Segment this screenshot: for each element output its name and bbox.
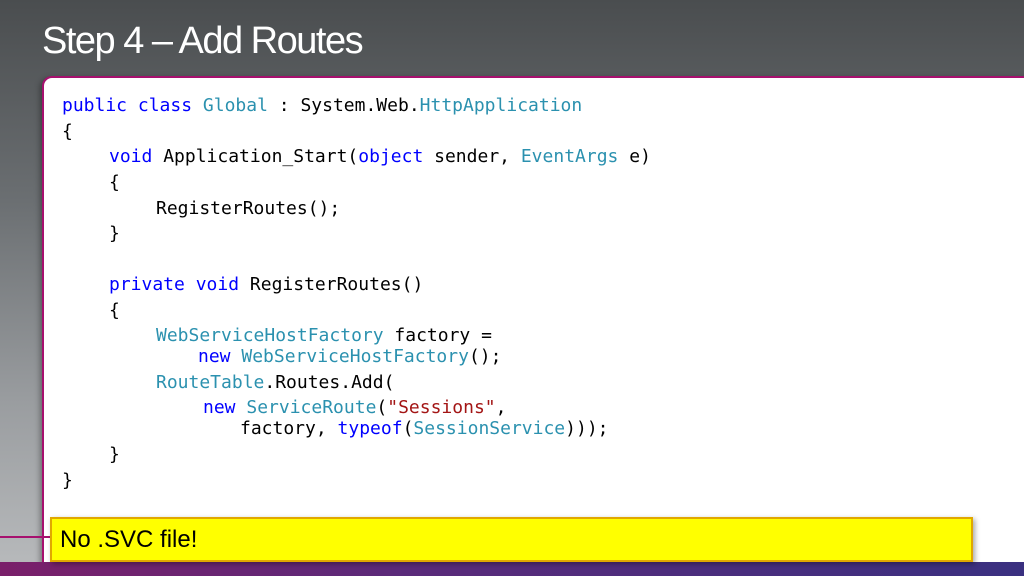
code-line-15: } [62, 470, 73, 491]
code-text: ( [402, 418, 414, 439]
code-text: sender, [423, 146, 521, 167]
code-line-4: { [109, 172, 120, 193]
code-keyword: public [62, 95, 128, 116]
code-text: factory = [383, 325, 492, 346]
code-text: Application_Start( [152, 146, 359, 167]
code-string: "Sessions" [387, 397, 496, 418]
code-line-11: RouteTable.Routes.Add( [156, 371, 394, 395]
code-text: ( [376, 397, 388, 418]
code-line-13: factory, typeof(SessionService))); [240, 417, 609, 441]
code-line-7: private void RegisterRoutes() [109, 273, 423, 297]
code-keyword: new [203, 397, 236, 418]
callout-box: No .SVC file! [50, 517, 973, 562]
code-text: e) [618, 146, 651, 167]
code-line-5: RegisterRoutes(); [156, 198, 341, 219]
code-keyword: void [109, 146, 153, 167]
code-keyword: void [195, 274, 240, 295]
code-line-10: new WebServiceHostFactory(); [198, 345, 501, 369]
accent-divider [0, 536, 52, 538]
code-text: RegisterRoutes() [239, 274, 424, 295]
code-text: factory, [240, 418, 338, 439]
code-type: HttpApplication [419, 95, 583, 116]
code-type: WebServiceHostFactory [156, 325, 384, 346]
code-type: EventArgs [520, 146, 619, 167]
code-line-6: } [109, 223, 120, 244]
code-keyword: object [358, 146, 424, 167]
code-type: ServiceRoute [246, 397, 377, 418]
code-keyword: class [137, 95, 193, 116]
code-type: SessionService [413, 418, 566, 439]
code-line-3: void Application_Start(object sender, Ev… [109, 145, 651, 169]
code-line-8: { [109, 300, 120, 321]
code-line-12: new ServiceRoute("Sessions", [203, 396, 506, 420]
code-keyword: private [109, 274, 185, 295]
code-text: : System.Web. [267, 95, 420, 116]
code-line-1: public class Global : System.Web.HttpApp… [62, 94, 582, 118]
code-text: , [495, 397, 507, 418]
code-keyword: typeof [337, 418, 403, 439]
footer-bar [0, 562, 1024, 576]
callout-text: No .SVC file! [60, 526, 198, 553]
code-text: (); [468, 346, 502, 367]
code-line-14: } [109, 444, 120, 465]
code-text: .Routes.Add( [264, 372, 395, 393]
code-keyword: new [198, 346, 231, 367]
code-text: ))); [565, 418, 609, 439]
code-line-2: { [62, 121, 73, 142]
slide-title: Step 4 – Add Routes [42, 20, 364, 62]
code-panel: public class Global : System.Web.HttpApp… [42, 76, 1024, 564]
code-line-9: WebServiceHostFactory factory = [156, 324, 492, 348]
code-type: Global [202, 95, 268, 116]
code-type: WebServiceHostFactory [241, 346, 469, 367]
code-type: RouteTable [156, 372, 265, 393]
